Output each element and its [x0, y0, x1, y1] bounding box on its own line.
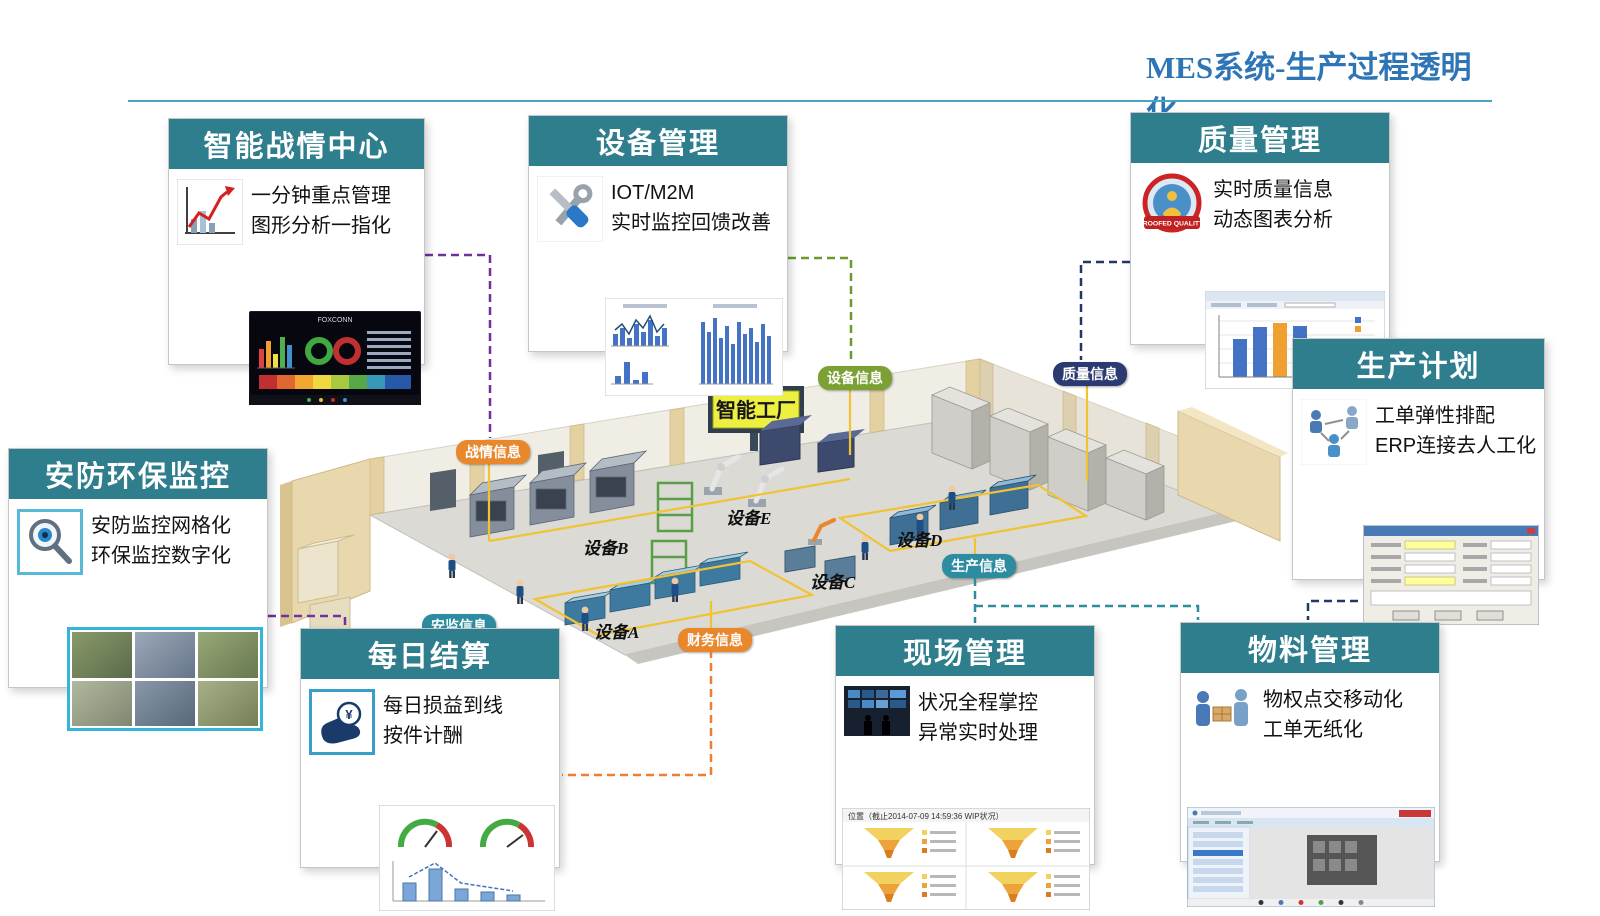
hand-yuan-icon: ¥	[309, 689, 375, 760]
magnifier-eye-icon	[17, 509, 83, 580]
security-line2: 环保监控数字化	[91, 545, 231, 567]
chart-trend-icon	[176, 178, 244, 250]
callout-war-room: 智能战情中心 一分钟重点管理 图形分析一指化 FOXCONN	[168, 118, 425, 406]
svg-text:智能工厂: 智能工厂	[716, 398, 796, 422]
site-mgmt-title: 现场管理	[836, 626, 1094, 676]
callout-site-mgmt: 现场管理 状况全程掌控 异常实时处理 位置（截止	[835, 625, 1095, 911]
svg-text:¥: ¥	[345, 707, 353, 722]
war-room-line1: 一分钟重点管理	[251, 185, 391, 207]
label-equipment-a: 设备A	[594, 623, 640, 642]
wip-funnels-preview: 位置（截止2014-07-09 14:59:36 WIP状况）	[841, 807, 1091, 915]
pill-production-info: 生产信息	[942, 554, 1016, 578]
daily-settlement-line1: 每日损益到线	[383, 695, 503, 717]
material-line2: 工单无纸化	[1263, 719, 1363, 741]
tools-icon	[536, 175, 604, 247]
callout-daily-settlement: 每日结算 ¥ 每日损益到线 按件计酬	[300, 628, 560, 912]
factory-svg: 智能工厂	[280, 358, 1288, 664]
production-plan-title: 生产计划	[1293, 339, 1544, 389]
svg-text:位置（截止2014-07-09 14:59:36 WIP状况: 位置（截止2014-07-09 14:59:36 WIP状况）	[848, 811, 1004, 821]
callout-material: 物料管理 物权点交移动化 工单无纸化	[1180, 622, 1440, 908]
svg-text:PROOFED QUALITY!: PROOFED QUALITY!	[1139, 221, 1205, 228]
control-room-icon	[844, 686, 910, 741]
quality-line2: 动态图表分析	[1213, 209, 1333, 231]
quality-line1: 实时质量信息	[1213, 179, 1333, 201]
quality-badge-icon: PROOFED QUALITY!	[1138, 173, 1206, 244]
workflow-people-icon	[1300, 398, 1368, 470]
site-mgmt-line1: 状况全程掌控	[918, 692, 1038, 714]
security-line1: 安防监控网格化	[91, 515, 231, 537]
security-title: 安防环保监控	[9, 449, 267, 499]
equipment-line2: 实时监控回馈改善	[611, 212, 771, 234]
callout-equipment: 设备管理 IOT/M2M 实时监控回馈改善	[528, 115, 788, 397]
material-title: 物料管理	[1181, 623, 1439, 673]
equipment-charts-preview	[604, 297, 784, 401]
quality-title: 质量管理	[1131, 113, 1389, 163]
daily-settlement-gauges-preview	[378, 804, 556, 916]
material-software-preview	[1186, 806, 1436, 912]
label-equipment-e: 设备E	[726, 509, 772, 528]
handover-people-icon	[1189, 683, 1255, 748]
callout-security: 安防环保监控 安防监控网格化 环保监控数字化	[8, 448, 268, 731]
production-plan-form-preview	[1362, 524, 1540, 630]
factory-workers	[448, 485, 956, 631]
pill-equipment-info: 设备信息	[818, 366, 892, 390]
equipment-title: 设备管理	[529, 116, 787, 166]
war-room-dashboard-preview: FOXCONN	[248, 310, 422, 410]
smart-factory-illustration: 智能工厂	[280, 333, 1290, 673]
label-equipment-c: 设备C	[810, 573, 856, 592]
equipment-line1: IOT/M2M	[611, 182, 695, 204]
callout-quality: 质量管理 PROOFED QUALITY! 实时质量信息 动态图表分析	[1130, 112, 1390, 390]
label-equipment-b: 设备B	[583, 539, 629, 558]
camera-grid-preview	[67, 627, 263, 731]
pill-quality-info: 质量信息	[1053, 362, 1127, 386]
daily-settlement-title: 每日结算	[301, 629, 559, 679]
label-equipment-d: 设备D	[896, 531, 943, 550]
pill-finance-info: 财务信息	[678, 628, 752, 652]
pill-war-info: 战情信息	[456, 440, 530, 464]
svg-text:FOXCONN: FOXCONN	[318, 317, 353, 324]
daily-settlement-line2: 按件计酬	[383, 725, 463, 747]
production-plan-line1: 工单弹性排配	[1375, 405, 1495, 427]
callout-production-plan: 生产计划 工单弹性排配 ERP连接去人工化	[1292, 338, 1545, 626]
production-plan-line2: ERP连接去人工化	[1375, 435, 1537, 457]
title-divider	[128, 100, 1492, 102]
war-room-line2: 图形分析一指化	[251, 215, 391, 237]
war-room-title: 智能战情中心	[169, 119, 424, 169]
site-mgmt-line2: 异常实时处理	[918, 722, 1038, 744]
material-line1: 物权点交移动化	[1263, 689, 1403, 711]
